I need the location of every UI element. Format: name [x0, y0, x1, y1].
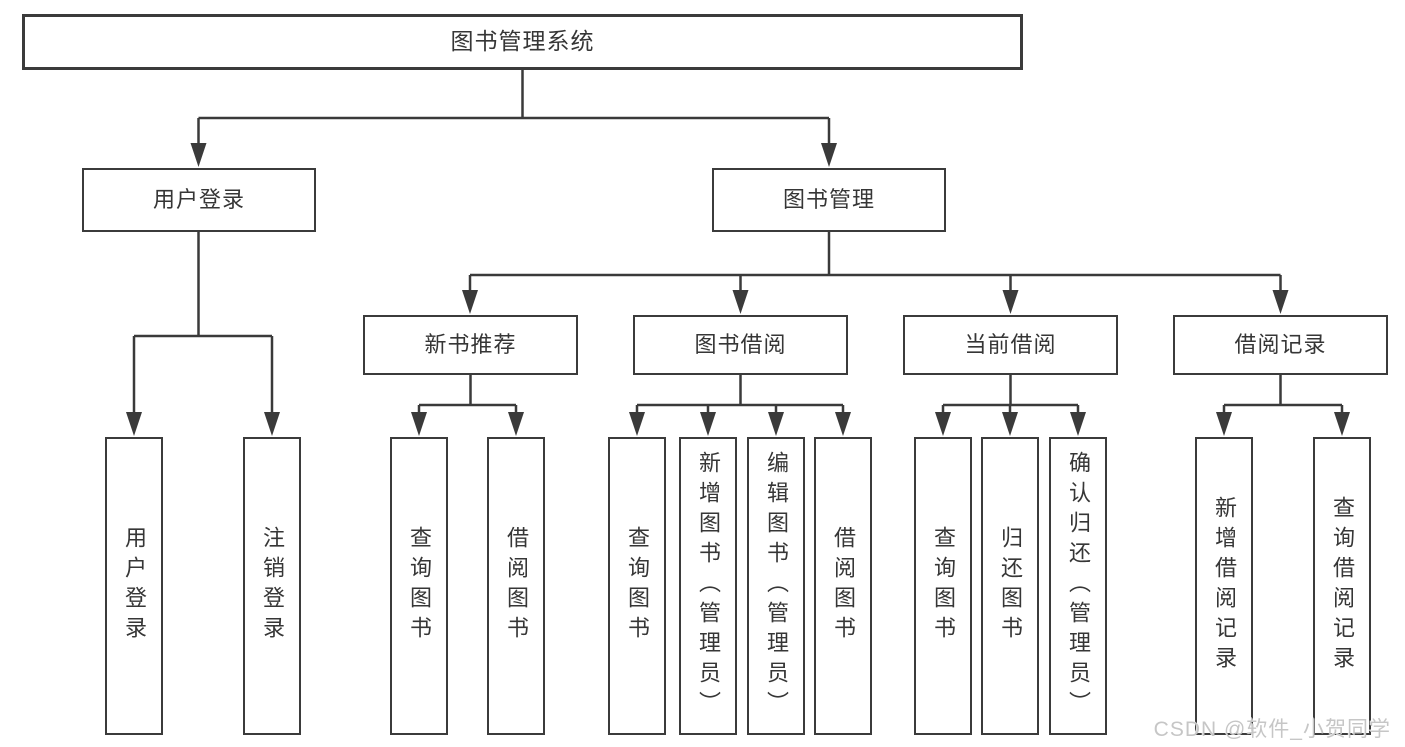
node-book-management: 图书管理 [712, 168, 946, 232]
leaf-newbook-query-books: 查询图书 [390, 437, 448, 735]
leaf-confirm-return-admin: 确认归还（管理员） [1049, 437, 1107, 735]
leaf-query-borrow-record: 查询借阅记录 [1313, 437, 1371, 735]
leaf-current-query-books: 查询图书 [914, 437, 972, 735]
node-current-borrowing: 当前借阅 [903, 315, 1118, 375]
csdn-watermark: CSDN @软件_小贺同学 [1153, 718, 1391, 741]
node-new-book-recommend: 新书推荐 [363, 315, 578, 375]
leaf-user-login: 用户登录 [105, 437, 163, 735]
leaf-borrow-query-books: 查询图书 [608, 437, 666, 735]
leaf-borrow-books: 借阅图书 [814, 437, 872, 735]
leaf-logout: 注销登录 [243, 437, 301, 735]
leaf-add-borrow-record: 新增借阅记录 [1195, 437, 1253, 735]
leaf-edit-books-admin: 编辑图书（管理员） [747, 437, 805, 735]
node-library-management-system: 图书管理系统 [22, 14, 1023, 70]
leaf-newbook-borrow-books: 借阅图书 [487, 437, 545, 735]
leaf-add-books-admin: 新增图书（管理员） [679, 437, 737, 735]
node-borrow-records: 借阅记录 [1173, 315, 1388, 375]
leaf-return-books: 归还图书 [981, 437, 1039, 735]
node-book-borrowing: 图书借阅 [633, 315, 848, 375]
node-user-login: 用户登录 [82, 168, 316, 232]
